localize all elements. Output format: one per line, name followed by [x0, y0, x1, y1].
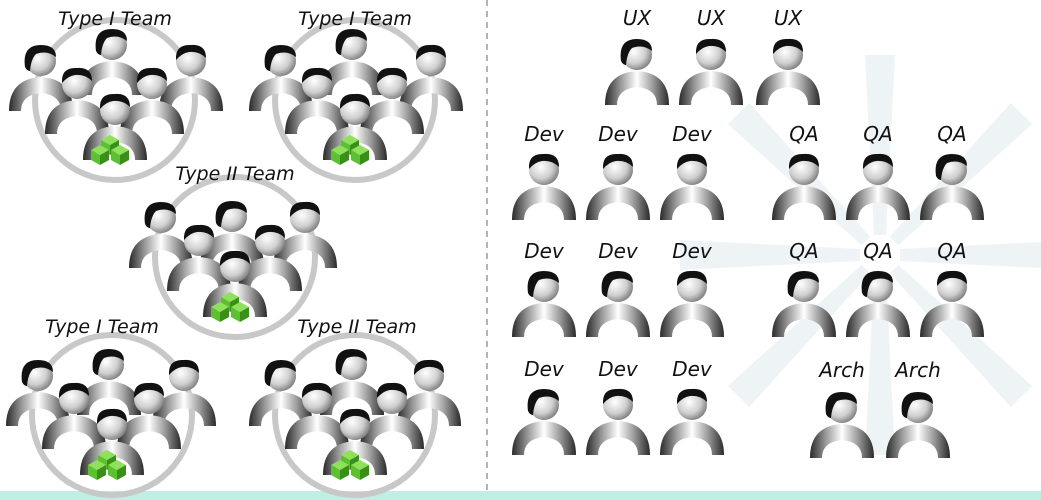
role-label: Dev: [598, 122, 639, 146]
person-dev: Dev: [512, 239, 576, 337]
person-dev: Dev: [586, 239, 650, 337]
person-qa: QA: [846, 239, 910, 337]
role-label: QA: [937, 122, 966, 146]
role-label: QA: [789, 122, 818, 146]
team-cluster: Type I Team: [6, 316, 216, 498]
person-dev: Dev: [586, 357, 650, 455]
team-label: Type I Team: [58, 8, 172, 30]
person-dev: Dev: [512, 357, 576, 455]
role-label: Dev: [524, 122, 565, 146]
person-arch: Arch: [886, 358, 950, 458]
role-label: Dev: [672, 239, 713, 263]
team-cluster: Type II Team: [249, 316, 461, 498]
role-label: Dev: [598, 357, 639, 381]
starburst-decoration: [680, 55, 1041, 455]
role-label: QA: [937, 239, 966, 263]
team-cluster: Type I Team: [9, 8, 223, 183]
role-label: Arch: [817, 358, 865, 382]
person-qa: QA: [772, 239, 836, 337]
person-qa: QA: [846, 122, 910, 220]
person-ux: UX: [605, 6, 669, 105]
person-dev: Dev: [660, 357, 724, 455]
role-group-arch: Arch Arch: [810, 358, 950, 458]
role-label: UX: [697, 6, 727, 30]
role-label: Arch: [893, 358, 941, 382]
role-label: Dev: [672, 357, 713, 381]
person-dev: Dev: [512, 122, 576, 220]
role-label: QA: [863, 122, 892, 146]
role-label: UX: [623, 6, 653, 30]
team-label: Type I Team: [298, 8, 412, 30]
team-label: Type II Team: [175, 163, 294, 185]
role-label: UX: [774, 6, 804, 30]
role-group-dev: Dev Dev Dev: [512, 239, 724, 337]
role-label: Dev: [524, 357, 565, 381]
person-ux: UX: [679, 6, 743, 105]
team-cluster: Type I Team: [249, 8, 463, 183]
person-qa: QA: [772, 122, 836, 220]
person-ux: UX: [756, 6, 820, 105]
person-arch: Arch: [810, 358, 874, 458]
role-label: QA: [863, 239, 892, 263]
role-label: Dev: [672, 122, 713, 146]
team-label: Type II Team: [297, 316, 416, 338]
person-dev: Dev: [660, 239, 724, 337]
person-qa: QA: [920, 239, 984, 337]
role-label: Dev: [598, 239, 639, 263]
bottom-accent-bar: [0, 491, 1041, 500]
role-group-dev: Dev Dev Dev: [512, 357, 724, 455]
role-label: Dev: [524, 239, 565, 263]
person-dev: Dev: [586, 122, 650, 220]
role-group-qa: QA QA QA: [772, 239, 984, 337]
role-label: QA: [789, 239, 818, 263]
person-qa: QA: [920, 122, 984, 220]
role-group-ux: UX UX UX: [605, 6, 820, 105]
team-cluster: Type II Team: [129, 163, 337, 340]
role-group-dev: Dev Dev Dev: [512, 122, 724, 220]
role-group-qa: QA QA QA: [772, 122, 984, 220]
person-dev: Dev: [660, 122, 724, 220]
team-label: Type I Team: [45, 316, 159, 338]
